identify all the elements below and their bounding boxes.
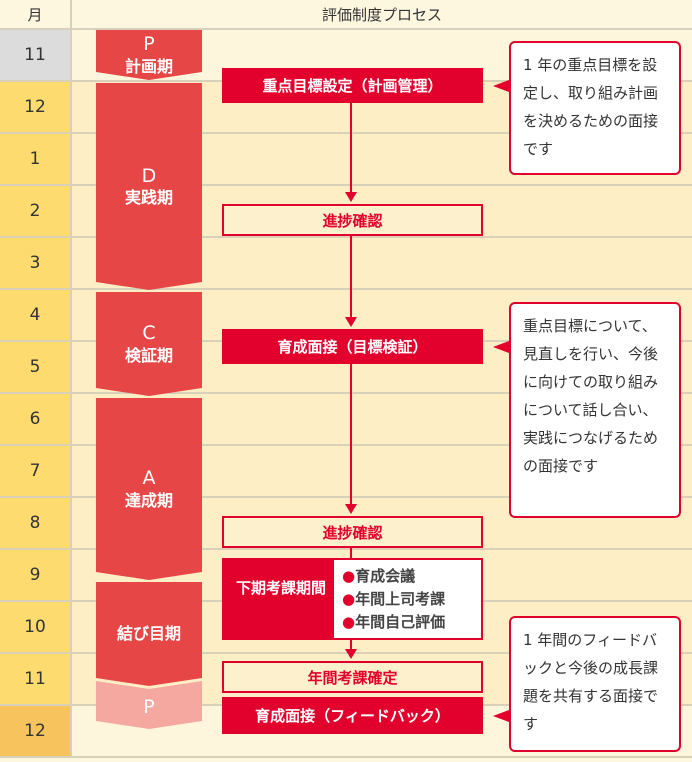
interview-verify-step: 育成面接（目標検証） [222,329,483,364]
month-cell: 4 [0,290,72,342]
arrow-down-icon [345,504,357,514]
phase-plan-next: P [96,681,202,729]
phase-letter: A [142,467,156,490]
evaluation-period-block: 下期考課期間 ●育成会議 ●年間上司考課 ●年間自己評価 [222,558,483,640]
goal-setting-step: 重点目標設定（計画管理） [222,68,483,103]
arrow-down-icon [345,317,357,327]
phase-name: 計画期 [124,56,173,76]
phase-letter: C [142,322,156,345]
flow-line [350,640,352,650]
phase-letter: D [141,164,157,187]
month-cell: 11 [0,30,72,82]
callout-interview-verify: 重点目標について、見直しを行い、今後に向けての取り組みについて話し合い、実践につ… [509,302,681,518]
evaluation-period-label: 下期考課期間 [236,579,327,597]
month-cell: 3 [0,238,72,290]
month-cell: 5 [0,342,72,394]
month-cell: 12 [0,706,72,758]
evaluation-item: ●年間自己評価 [342,613,446,631]
interview-feedback-step: 育成面接（フィードバック） [222,697,483,734]
phase-name: 実践期 [124,188,173,208]
phase-knot: 結び目期 [96,582,202,686]
phase-letter: P [143,33,155,56]
callout-goal-setting: 1 年の重点目標を設定し、取り組み計画を決めるための面接です [509,41,681,175]
process-column-header: 評価制度プロセス [72,0,692,30]
month-cell: 10 [0,602,72,654]
month-cell: 7 [0,446,72,498]
flow-line [350,103,352,193]
phase-name: 検証期 [124,345,173,365]
evaluation-item: ●育成会議 [342,567,416,585]
month-cell: 12 [0,82,72,134]
pointer-arrow-icon [493,341,509,353]
arrow-down-icon [345,649,357,659]
month-cell: 11 [0,654,72,706]
phase-letter: P [143,695,155,718]
month-cell: 6 [0,394,72,446]
evaluation-items: ●育成会議 ●年間上司考課 ●年間自己評価 [334,560,481,638]
month-cell: 2 [0,186,72,238]
arrow-down-icon [345,192,357,202]
annual-confirm-step: 年間考課確定 [222,661,483,693]
progress-check-step: 進捗確認 [222,204,483,236]
phase-name: 達成期 [124,490,173,510]
evaluation-item: ●年間上司考課 [342,590,446,608]
month-column-header: 月 [0,0,72,30]
phase-name: 結び目期 [116,623,181,643]
pointer-arrow-icon [493,710,509,722]
month-cell: 1 [0,134,72,186]
month-cell: 9 [0,550,72,602]
callout-interview-feedback: 1 年間のフィードバックと今後の成長課題を共有する面接です [509,616,681,752]
flow-line [350,235,352,318]
progress-check-step: 進捗確認 [222,516,483,548]
flow-line [350,364,352,505]
month-cell: 8 [0,498,72,550]
flow-line [350,547,352,559]
pointer-arrow-icon [493,80,509,92]
